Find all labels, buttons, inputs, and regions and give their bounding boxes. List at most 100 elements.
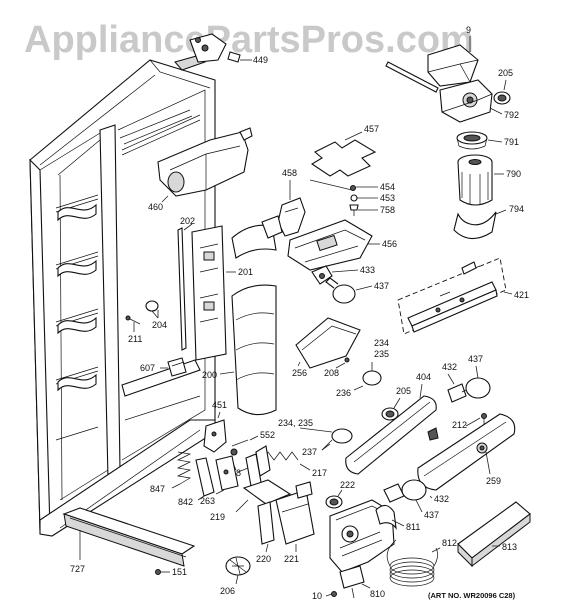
part-202-trim-strip <box>177 227 187 351</box>
leader-259 <box>485 451 491 475</box>
label-256: 256 <box>292 368 307 378</box>
leader-217 <box>299 463 311 471</box>
leader-421 <box>503 291 513 295</box>
label-235a: 235 <box>374 349 389 359</box>
label-813: 813 <box>502 542 517 552</box>
label-151: 151 <box>172 567 187 577</box>
label-205b: 205 <box>396 386 411 396</box>
label-791: 791 <box>504 137 519 147</box>
label-451: 451 <box>212 400 227 410</box>
part-205-filter-bypass-ring <box>493 91 511 105</box>
part-758-screw <box>349 204 359 216</box>
label-456: 456 <box>382 239 397 249</box>
part-607-block <box>167 357 187 377</box>
part-460-air-duct <box>157 127 253 197</box>
leader-404 <box>419 383 423 399</box>
label-432b: 432 <box>434 494 449 504</box>
label-217: 217 <box>312 468 327 478</box>
label-758: 758 <box>380 205 395 215</box>
label-200: 200 <box>202 370 217 380</box>
part-221-dispenser-actuator <box>275 481 315 545</box>
label-812: 812 <box>442 538 457 548</box>
label-222: 222 <box>340 480 355 490</box>
part-222-spacer <box>325 495 343 509</box>
leader-256 <box>297 361 301 367</box>
part-237-lens-cover <box>321 428 353 451</box>
watermark-text: AppliancePartsPros.com <box>24 19 474 61</box>
leader-842 <box>197 495 205 501</box>
label-460: 460 <box>148 202 163 212</box>
label-201: 201 <box>238 267 253 277</box>
leader-432a <box>447 373 455 385</box>
label-212: 212 <box>452 420 467 430</box>
art-number: (ART NO. WR20096 C28) <box>428 591 516 600</box>
label-235b: 235 <box>298 418 313 428</box>
label-206: 206 <box>220 586 235 596</box>
label-211: 211 <box>128 334 142 344</box>
part-812-water-tubing-coil <box>386 539 438 587</box>
label-453: 453 <box>380 193 395 203</box>
part-201-shelf-rail-panel <box>191 225 227 361</box>
part-449-hinge <box>189 33 252 63</box>
part-10-screw <box>331 591 337 597</box>
label-457: 457 <box>364 124 379 134</box>
label-454: 454 <box>380 182 395 192</box>
label-221: 221 <box>284 554 299 564</box>
part-205-ring-lower <box>381 407 399 421</box>
leader-810 <box>361 583 371 589</box>
part-433-light-socket <box>311 265 333 285</box>
label-607: 607 <box>140 363 155 373</box>
label-421: 421 <box>514 290 529 300</box>
label-234a: 234 <box>374 338 389 348</box>
part-236-lens <box>362 362 382 386</box>
part-212-screw <box>481 413 487 428</box>
label-259: 259 <box>486 476 501 486</box>
part-432-socket-lower <box>383 483 405 503</box>
part-432-socket-upper <box>447 383 467 403</box>
label-236: 236 <box>336 388 351 398</box>
part-151-screw <box>155 569 161 575</box>
part-421-channel-assembly <box>397 257 507 335</box>
part-792-filter-head <box>439 79 493 123</box>
label-432a: 432 <box>442 362 457 372</box>
refrigerator-cabinet <box>29 54 216 537</box>
leader-437c <box>415 499 423 513</box>
part-200-crisper-cover-panel <box>231 215 283 416</box>
part-457-insulation <box>310 139 377 177</box>
leader-205a <box>503 79 507 91</box>
leader-212 <box>465 417 481 427</box>
label-790: 790 <box>506 169 521 179</box>
label-449: 449 <box>253 55 268 65</box>
leader-437a <box>355 285 373 291</box>
leader-218 <box>237 467 249 473</box>
label-219: 219 <box>210 512 225 522</box>
part-206-filter-cap <box>225 556 251 576</box>
label-437a: 437 <box>374 281 389 291</box>
part-453-pin <box>350 194 358 202</box>
label-204: 204 <box>152 320 167 330</box>
leader-792 <box>489 107 503 115</box>
label-792: 792 <box>504 110 519 120</box>
label-404: 404 <box>416 372 431 382</box>
part-847-spring <box>176 451 192 485</box>
leader-206 <box>235 574 239 585</box>
label-237: 237 <box>302 447 317 457</box>
leader-432b <box>429 495 433 499</box>
leader-234b <box>299 427 333 433</box>
leader-794 <box>495 209 507 215</box>
leader-812 <box>431 547 441 553</box>
leader-236 <box>353 385 364 391</box>
part-791-filter-ring <box>456 131 488 150</box>
label-552: 552 <box>260 430 275 440</box>
leader-222 <box>337 489 343 497</box>
label-263: 263 <box>200 496 215 506</box>
part-810-tube-fitting <box>339 565 365 599</box>
leader-202 <box>183 223 193 231</box>
part-790-water-filter <box>457 154 493 206</box>
part-259-light-housing <box>417 413 516 491</box>
leader-437b <box>475 365 479 379</box>
label-810: 810 <box>370 589 385 599</box>
leader-460 <box>161 195 169 203</box>
label-437c: 437 <box>424 510 439 520</box>
part-263-bracket <box>215 455 239 491</box>
